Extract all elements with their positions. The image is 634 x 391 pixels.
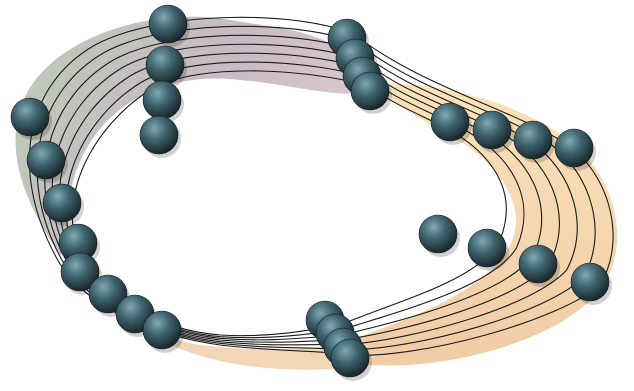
sphere xyxy=(27,141,65,179)
sphere xyxy=(514,121,552,159)
sphere xyxy=(331,339,369,377)
sphere xyxy=(555,129,593,167)
sphere-group-bottom-left-arc xyxy=(61,253,184,353)
sphere xyxy=(571,263,609,301)
sphere xyxy=(43,184,81,222)
sphere xyxy=(149,5,187,43)
sphere xyxy=(140,116,178,154)
sphere xyxy=(143,81,181,119)
sphere xyxy=(419,215,457,253)
sphere xyxy=(431,103,469,141)
sphere xyxy=(473,111,511,149)
sphere xyxy=(143,311,181,349)
sphere xyxy=(351,72,389,110)
sphere xyxy=(11,98,49,136)
sphere xyxy=(468,229,506,267)
sphere xyxy=(519,245,557,283)
sphere xyxy=(146,46,184,84)
